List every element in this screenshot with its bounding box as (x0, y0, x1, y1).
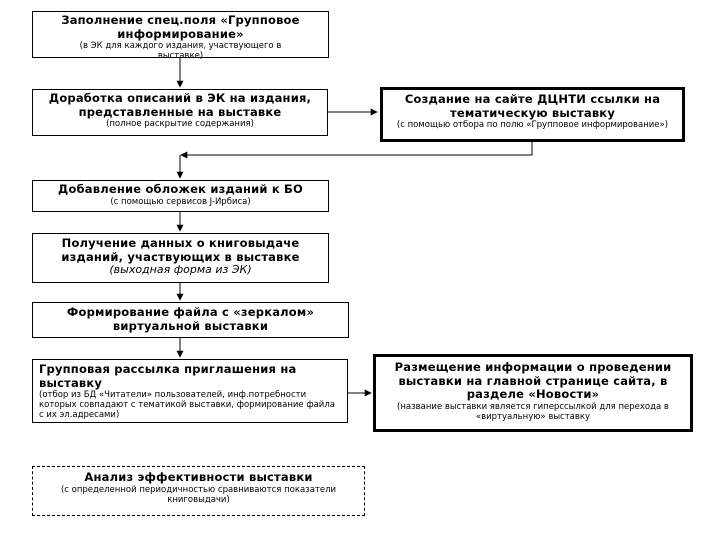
mailing-title: Групповая рассылка приглашения на выстав… (39, 362, 297, 390)
create-link-title: Создание на сайте ДЦНТИ ссылки на темати… (404, 92, 661, 120)
get-data-title: Получение данных о книговыдаче изданий, … (61, 236, 300, 264)
publish-news-note: (название выставки является гиперссылкой… (397, 401, 669, 422)
add-covers-note: (с помощью сервисов J-Ирбиса) (110, 196, 251, 207)
add-covers-title: Добавление обложек изданий к БО (58, 182, 303, 196)
revise-descriptions-title: Доработка описаний в ЭК на издания, пред… (48, 91, 312, 119)
revise-descriptions-note: (полное раскрытие содержания) (106, 119, 254, 130)
mailing-note: (отбор из БД «Читатели» пользователей, и… (39, 390, 335, 421)
mirror-file-title: Формирование файла с «зеркалом» виртуаль… (66, 305, 315, 333)
publish-news-title: Размещение информации о проведении выста… (394, 360, 672, 402)
mailing-box: Групповая рассылка приглашения на выстав… (32, 359, 348, 423)
publish-news-box: Размещение информации о проведении выста… (373, 354, 693, 432)
analysis-note: (с определенной периодичностью сравниваю… (60, 484, 337, 505)
create-link-note: (с помощью отбора по полю «Групповое инф… (396, 120, 669, 131)
get-data-box: Получение данных о книговыдаче изданий, … (32, 233, 329, 283)
fill-field-note: (в ЭК для каждого издания, участвующего … (79, 41, 282, 62)
analysis-title: Анализ эффективности выставки (84, 470, 313, 484)
fill-field-box: Заполнение спец.поля «Групповое информир… (32, 11, 329, 62)
revise-descriptions-box: Доработка описаний в ЭК на издания, пред… (32, 89, 328, 136)
add-covers-box: Добавление обложек изданий к БО (с помощ… (32, 180, 329, 212)
mirror-file-box: Формирование файла с «зеркалом» виртуаль… (32, 302, 349, 338)
arrow-create-to-junction (180, 142, 533, 159)
fill-field-title: Заполнение спец.поля «Групповое информир… (61, 13, 300, 41)
create-link-box: Создание на сайте ДЦНТИ ссылки на темати… (380, 87, 685, 142)
get-data-note: (выходная форма из ЭК) (109, 263, 252, 277)
analysis-box: Анализ эффективности выставки (с определ… (32, 466, 365, 516)
